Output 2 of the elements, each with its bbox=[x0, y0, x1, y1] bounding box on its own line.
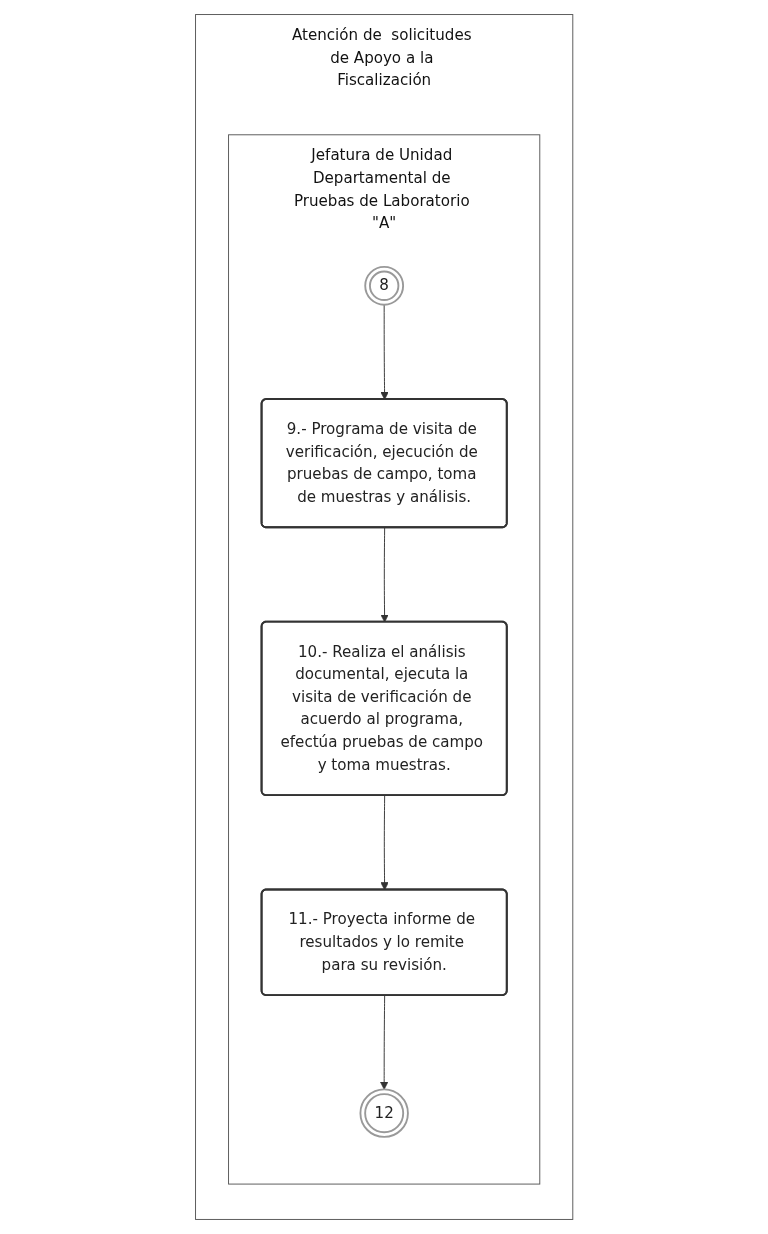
node-circle: 8 bbox=[364, 265, 404, 306]
node-circle: 12 bbox=[359, 1088, 409, 1138]
